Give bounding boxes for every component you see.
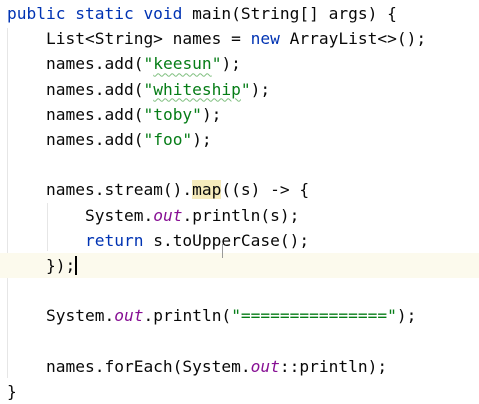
indent-guide-method [7, 28, 8, 378]
code-token: "===============" [231, 306, 397, 326]
code-token: } [7, 382, 17, 401]
code-line[interactable]: } [0, 379, 479, 404]
line-indent [7, 206, 85, 225]
line-indent [7, 29, 46, 48]
code-token: " [143, 79, 154, 99]
code-token: names.forEach(System. [45, 356, 251, 376]
code-token: names.add( [45, 54, 144, 74]
line-indent [7, 231, 85, 250]
code-line-current[interactable]: }); [0, 253, 479, 278]
code-token: ((s) -> { [221, 180, 310, 200]
code-line[interactable] [0, 152, 479, 177]
code-token: map [192, 180, 222, 200]
code-token: ); [192, 130, 212, 149]
line-indent [7, 54, 46, 73]
code-token: names.add( [45, 130, 144, 149]
code-line[interactable]: names.stream().map((s) -> { [0, 177, 479, 202]
code-line[interactable] [0, 278, 479, 303]
code-line[interactable]: names.forEach(System.out::println); [0, 354, 479, 379]
line-indent [7, 357, 46, 376]
code-token: ); [221, 54, 241, 74]
code-token: names.add( [45, 79, 144, 99]
code-token: out [114, 306, 144, 326]
code-token: ); [201, 104, 222, 124]
code-token: ArrayList<>(); [279, 29, 427, 49]
code-line[interactable] [0, 329, 479, 354]
code-token: .println(s); [182, 205, 300, 225]
code-token: s.toUpperCase(); [143, 230, 310, 250]
code-token: whiteship [153, 79, 241, 99]
code-token: return [84, 230, 144, 250]
line-indent [7, 80, 46, 99]
code-token: ::println); [279, 356, 388, 376]
code-token: " [143, 54, 154, 74]
code-line[interactable]: System.out.println(s); [0, 203, 479, 228]
code-token: " [240, 79, 251, 99]
code-token: ); [250, 79, 271, 99]
line-indent [7, 130, 46, 149]
code-token: "toby" [143, 104, 202, 124]
code-line[interactable]: names.add("keesun"); [0, 51, 479, 76]
code-line[interactable]: names.add("whiteship"); [0, 77, 479, 102]
code-token: names.add( [45, 104, 144, 124]
code-token: List<String> names = [45, 29, 251, 49]
code-token: new [250, 29, 280, 49]
code-token: out [153, 205, 183, 225]
code-token: public static void [7, 4, 193, 23]
code-token: System. [45, 306, 115, 326]
line-indent [7, 256, 46, 275]
code-line[interactable]: names.add("toby"); [0, 102, 479, 127]
line-indent [7, 306, 46, 325]
line-indent [7, 180, 46, 199]
code-line[interactable]: public static void main(String[] args) { [0, 1, 479, 26]
code-line[interactable]: System.out.println("==============="); [0, 303, 479, 328]
text-ibeam-cursor-icon [220, 244, 226, 258]
text-caret [75, 256, 78, 275]
code-token: keesun [153, 54, 212, 74]
code-token: main(String[] args) { [192, 4, 397, 23]
code-token: .println( [143, 306, 232, 326]
code-token: " [211, 54, 222, 74]
code-line[interactable]: List<String> names = new ArrayList<>(); [0, 26, 479, 51]
code-token: out [250, 356, 280, 376]
line-indent [7, 105, 46, 124]
code-token: }); [45, 256, 76, 275]
code-token: names.stream(). [45, 180, 193, 200]
code-line[interactable]: names.add("foo"); [0, 127, 479, 152]
code-token: "foo" [143, 130, 193, 149]
code-line[interactable]: return s.toUpperCase(); [0, 228, 479, 253]
indent-guide-lambda [47, 203, 48, 251]
code-token: ); [396, 306, 417, 326]
code-token: System. [84, 205, 154, 225]
